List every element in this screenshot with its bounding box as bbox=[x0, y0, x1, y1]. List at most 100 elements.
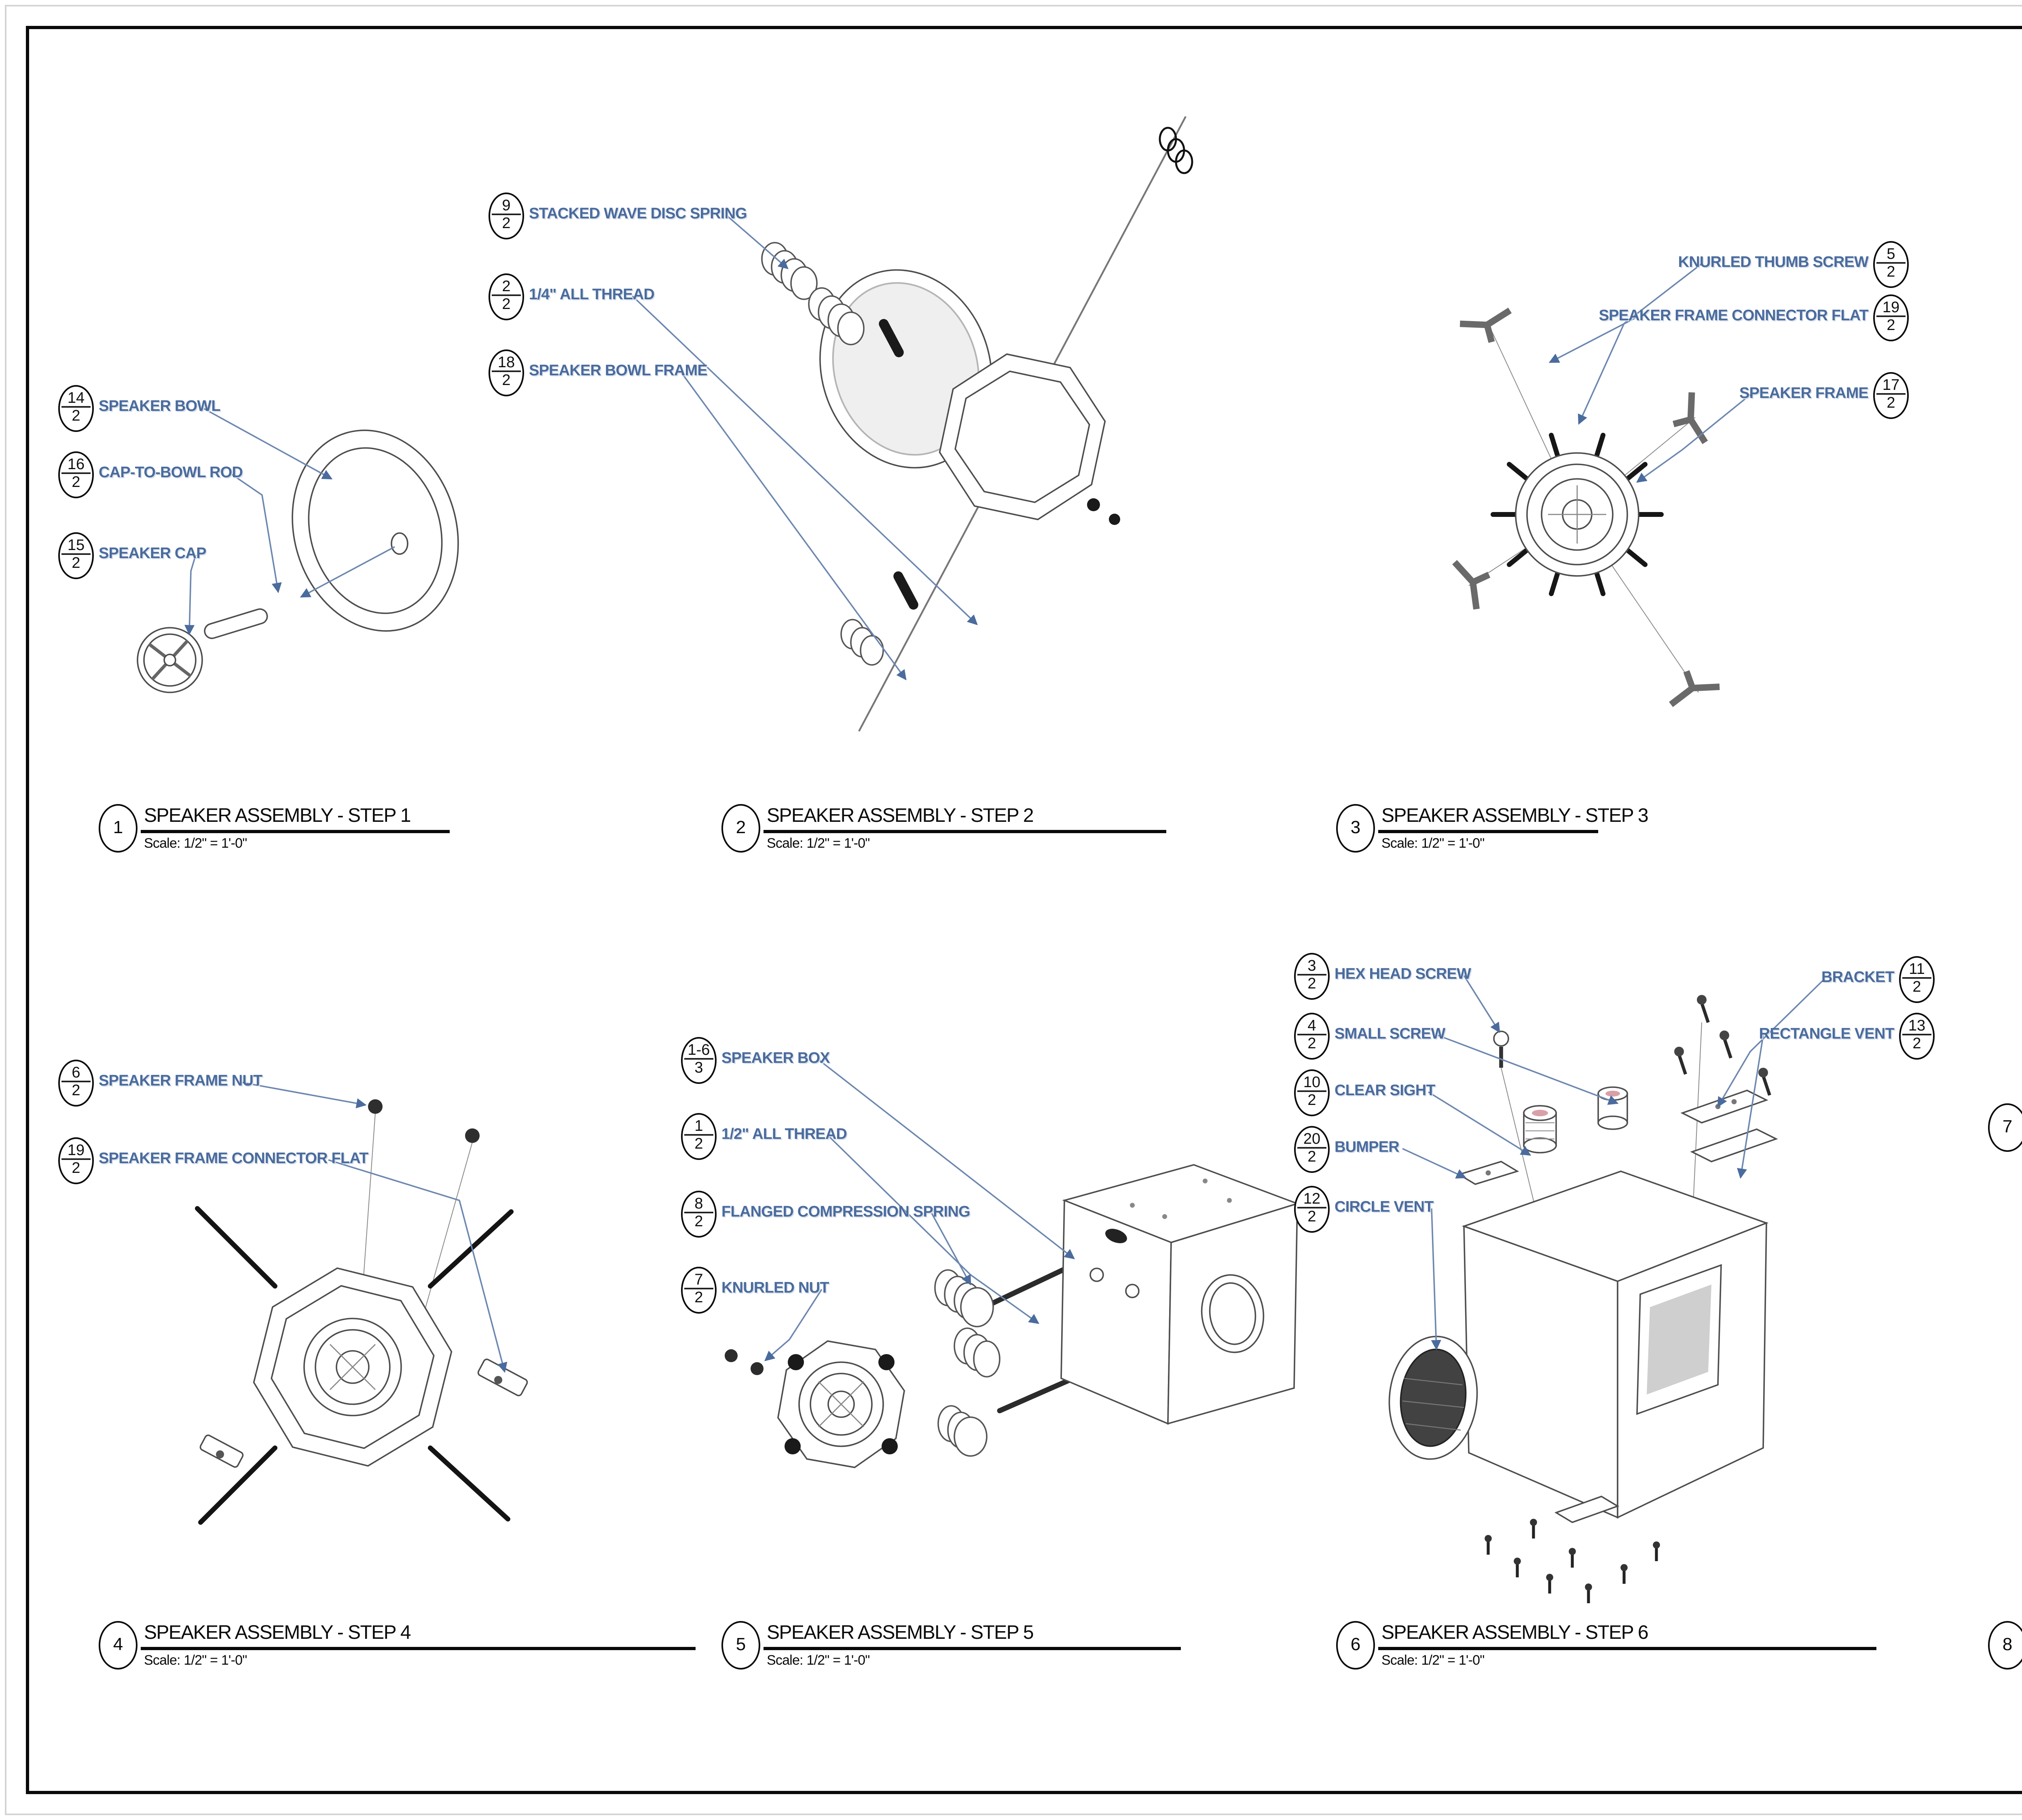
callout-item-number: 9 bbox=[502, 197, 511, 214]
view-scale: Scale: 1/2" = 1'-0" bbox=[144, 835, 247, 851]
callout-divider bbox=[1297, 1034, 1326, 1036]
callout-item-number: 4 bbox=[1307, 1017, 1316, 1035]
step3-illustration bbox=[1452, 307, 1720, 707]
callout-item-number: 1 bbox=[694, 1117, 703, 1135]
callout-label: CIRCLE VENT bbox=[1335, 1199, 1434, 1217]
callout-label: SPEAKER FRAME bbox=[1739, 385, 1869, 403]
callout-quantity: 2 bbox=[1307, 1208, 1316, 1226]
callout-divider bbox=[1902, 1034, 1931, 1036]
callout-label: BRACKET bbox=[1821, 969, 1895, 987]
callout-label: CAP-TO-BOWL ROD bbox=[99, 464, 243, 482]
callout-item-number: 10 bbox=[1303, 1073, 1321, 1091]
view-number-balloon: 4 bbox=[99, 1621, 137, 1670]
callout-item-number: 8 bbox=[694, 1195, 703, 1213]
callout-quantity: 2 bbox=[1307, 1149, 1316, 1166]
callout-quantity: 2 bbox=[1887, 264, 1895, 281]
view-number-balloon: 1 bbox=[99, 804, 137, 853]
callout-quantity: 2 bbox=[72, 555, 80, 573]
view-scale: Scale: 1/2" = 1'-0" bbox=[767, 835, 870, 851]
callout-item-number: 17 bbox=[1882, 376, 1900, 394]
callout-quantity: 2 bbox=[502, 296, 511, 314]
callout-divider bbox=[61, 406, 91, 408]
view-number-balloon: 8 bbox=[1988, 1621, 2022, 1670]
callout-divider bbox=[1297, 1207, 1326, 1209]
callout-item-number: 13 bbox=[1908, 1017, 1926, 1035]
callout-divider bbox=[1876, 262, 1906, 265]
sheet-border-frame bbox=[26, 26, 2022, 1794]
callout-quantity: 2 bbox=[72, 1082, 80, 1100]
callout-item-number: 3 bbox=[1307, 957, 1316, 975]
callout-item-number: 19 bbox=[1882, 298, 1900, 316]
callout-divider bbox=[1876, 394, 1906, 396]
view-scale: Scale: 1/2" = 1'-0" bbox=[144, 1652, 247, 1668]
callout-item-number: 1-6 bbox=[687, 1041, 710, 1059]
callout-divider bbox=[684, 1212, 713, 1214]
callout-label: BUMPER bbox=[1335, 1139, 1400, 1157]
callout-label: STACKED WAVE DISC SPRING bbox=[529, 205, 747, 223]
callout-label: SPEAKER FRAME CONNECTOR FLAT bbox=[99, 1150, 368, 1168]
callout-divider bbox=[492, 371, 521, 373]
view-scale: Scale: 1/2" = 1'-0" bbox=[767, 1652, 870, 1668]
callout-divider bbox=[1902, 978, 1931, 980]
callout-quantity: 2 bbox=[1307, 976, 1316, 993]
view-title: SPEAKER ASSEMBLY - STEP 6 bbox=[1381, 1621, 1649, 1644]
callout-item-number: 5 bbox=[1887, 245, 1895, 263]
callout-quantity: 2 bbox=[1912, 1035, 1921, 1053]
view-title: SPEAKER ASSEMBLY - STEP 2 bbox=[767, 804, 1034, 827]
callout-quantity: 2 bbox=[1887, 395, 1895, 413]
callout-label: SPEAKER FRAME NUT bbox=[99, 1073, 262, 1090]
callout-quantity: 2 bbox=[1912, 979, 1921, 997]
callout-divider bbox=[492, 214, 521, 216]
view-number-balloon: 5 bbox=[721, 1621, 760, 1670]
callout-divider bbox=[61, 554, 91, 556]
callout-quantity: 2 bbox=[694, 1213, 703, 1231]
callout-quantity: 2 bbox=[72, 474, 80, 492]
callout-quantity: 2 bbox=[694, 1136, 703, 1153]
callout-item-number: 16 bbox=[67, 455, 85, 473]
callout-label: 1/2" ALL THREAD bbox=[721, 1126, 847, 1144]
view-number-balloon: 3 bbox=[1336, 804, 1375, 853]
callout-item-number: 6 bbox=[72, 1064, 80, 1081]
callout-label: SPEAKER BOX bbox=[721, 1050, 830, 1068]
leader-lines bbox=[184, 214, 1825, 1373]
callout-divider bbox=[492, 295, 521, 297]
step1-illustration bbox=[137, 430, 459, 693]
callout-label: SPEAKER CAP bbox=[99, 545, 207, 563]
view-title-underline bbox=[1378, 1647, 1876, 1650]
callout-divider bbox=[684, 1058, 713, 1060]
callout-item-number: 19 bbox=[67, 1141, 85, 1159]
view-scale: Scale: 1/2" = 1'-0" bbox=[1381, 1652, 1485, 1668]
callout-quantity: 2 bbox=[1307, 1035, 1316, 1053]
callout-label: SPEAKER BOWL bbox=[99, 398, 221, 416]
callout-label: KNURLED THUMB SCREW bbox=[1678, 254, 1869, 272]
callout-quantity: 2 bbox=[694, 1289, 703, 1307]
callout-divider bbox=[1297, 1147, 1326, 1149]
page-edge bbox=[5, 5, 2022, 1815]
callout-item-number: 12 bbox=[1303, 1190, 1321, 1208]
view-scale: Scale: 1/2" = 1'-0" bbox=[1381, 835, 1485, 851]
callout-quantity: 2 bbox=[1307, 1092, 1316, 1110]
callout-item-number: 11 bbox=[1909, 960, 1925, 978]
callout-divider bbox=[684, 1134, 713, 1136]
step6-illustration bbox=[1388, 995, 1778, 1603]
callout-divider bbox=[61, 1159, 91, 1161]
